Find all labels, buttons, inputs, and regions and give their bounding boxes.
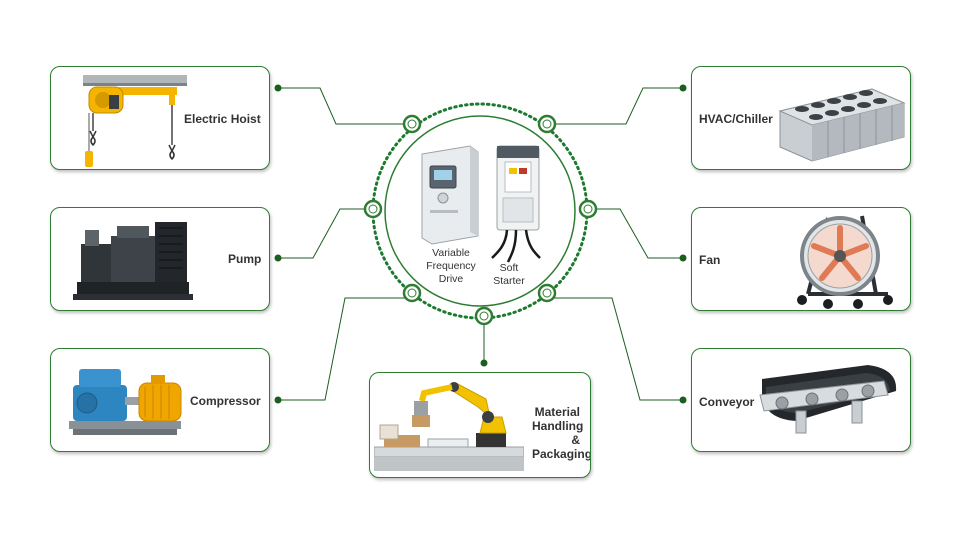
pump-generator-image <box>73 222 193 300</box>
hvac-chiller-image <box>778 88 906 162</box>
electric-hoist-image <box>83 75 187 167</box>
material-handling-label-line-3: Packaging <box>532 447 591 461</box>
material-handling-label-line-1: Material <box>534 405 580 419</box>
center-hub <box>363 102 598 326</box>
card-compressor: Compressor <box>50 348 270 452</box>
conveyor-image <box>759 365 897 434</box>
vfd-illustration <box>421 145 479 245</box>
soft-starter-label-line-1: Soft <box>499 262 519 274</box>
card-electric-hoist: Electric Hoist <box>50 66 270 170</box>
vfd-label-line-2: Frequency <box>426 260 476 272</box>
connector-lines <box>278 87 683 401</box>
hvac-chiller-label: HVAC/Chiller <box>699 112 773 126</box>
soft-starter-illustration <box>491 145 541 263</box>
connector-electric-hoist <box>278 87 412 125</box>
connector-hvac <box>547 87 683 125</box>
card-material-handling-packaging: Material Handling & Packaging <box>369 372 591 478</box>
fan-image <box>797 215 893 309</box>
soft-starter-label-line-2: Starter <box>493 275 525 287</box>
card-fan: Fan <box>691 207 911 311</box>
compressor-label: Compressor <box>190 394 261 408</box>
connector-end-dots <box>274 84 687 404</box>
soft-starter-label: Soft Starter <box>488 262 530 288</box>
material-handling-label: Material Handling & Packaging <box>532 405 591 461</box>
vfd-label: Variable Frequency Drive <box>420 247 482 286</box>
connector-fan <box>588 208 683 259</box>
hub-nodes <box>363 114 598 326</box>
vfd-label-line-1: Variable <box>432 247 470 259</box>
card-hvac-chiller: HVAC/Chiller <box>691 66 911 170</box>
conveyor-label: Conveyor <box>699 395 755 409</box>
connector-compressor <box>278 297 412 401</box>
card-conveyor: Conveyor <box>691 348 911 452</box>
card-pump: Pump <box>50 207 270 311</box>
robot-arm-image <box>374 382 524 471</box>
material-handling-label-line-2: Handling & <box>532 419 584 447</box>
fan-label: Fan <box>699 253 721 267</box>
electric-hoist-label: Electric Hoist <box>184 112 261 126</box>
connector-conveyor <box>547 297 683 401</box>
compressor-image <box>69 369 182 435</box>
pump-label: Pump <box>228 252 262 266</box>
connector-pump <box>278 208 373 259</box>
vfd-label-line-3: Drive <box>438 273 464 285</box>
